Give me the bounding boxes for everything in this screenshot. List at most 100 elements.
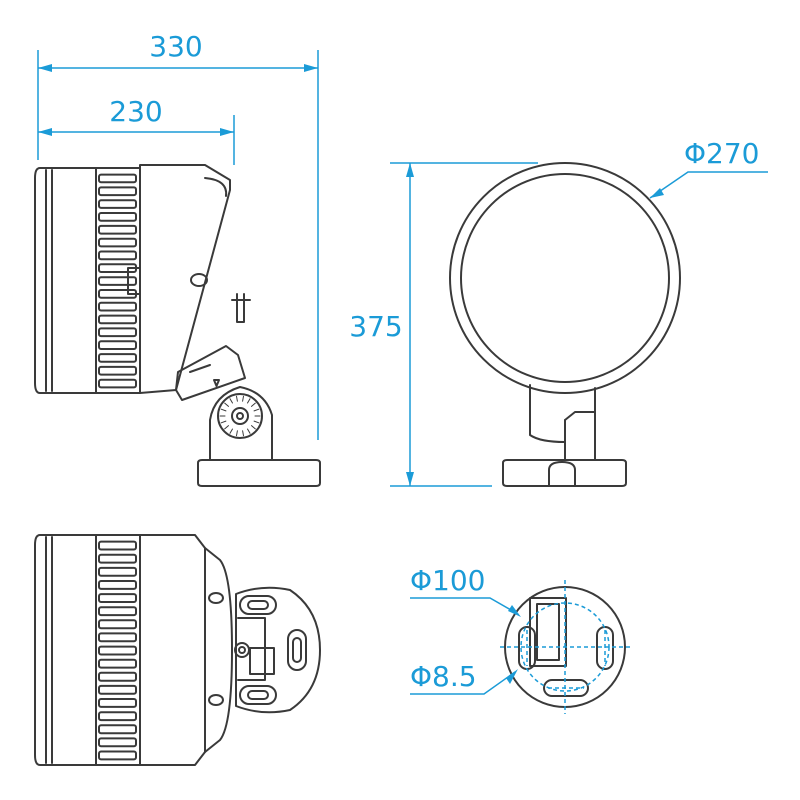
top-mount-slot-inner xyxy=(247,690,269,700)
side-dial-ticks xyxy=(219,395,261,437)
heatsink-fin xyxy=(98,314,137,325)
heatsink-fin xyxy=(98,580,137,590)
side-rear-housing xyxy=(139,164,231,394)
heatsink-fin xyxy=(98,353,137,363)
base-post-outer xyxy=(529,597,567,667)
dial-tick xyxy=(253,420,260,424)
side-pivot-center xyxy=(236,412,244,420)
side-pivot-hub xyxy=(231,407,249,425)
heatsink-fin xyxy=(98,671,137,682)
side-knuckle xyxy=(175,345,246,401)
front-post xyxy=(564,411,596,461)
top-mount-slot xyxy=(239,685,277,705)
heatsink-fin xyxy=(98,301,137,312)
side-view xyxy=(34,164,321,487)
dim-label-phi270: Φ270 xyxy=(684,137,759,170)
front-outer-ring xyxy=(449,162,681,394)
top-mount-slot-inner xyxy=(292,637,302,663)
heatsink-fin xyxy=(98,378,137,389)
side-front-bezel xyxy=(34,167,97,394)
heatsink-fin xyxy=(98,224,137,235)
heatsink-fin xyxy=(98,365,137,376)
heatsink-fin xyxy=(98,553,137,564)
dim-label-phi100: Φ100 xyxy=(410,564,485,597)
heatsink-fin xyxy=(98,173,137,184)
dial-tick xyxy=(224,402,229,407)
dimension-layer: 330 230 375 Φ270 Φ100 Φ8.5 xyxy=(37,30,768,714)
heatsink-fin xyxy=(98,340,137,350)
heatsink-fin xyxy=(98,632,137,643)
top-fin-body xyxy=(95,534,141,766)
side-bracket xyxy=(209,386,273,461)
dial-tick xyxy=(229,428,233,434)
side-indicator xyxy=(213,379,220,387)
side-rear-cap xyxy=(204,177,228,197)
heatsink-fin xyxy=(98,750,137,761)
dim-arrow xyxy=(508,605,521,617)
heatsink-fin xyxy=(98,327,137,338)
dial-tick xyxy=(224,425,229,430)
heatsink-fin xyxy=(98,566,137,577)
top-mount-slot xyxy=(239,595,277,615)
dim-arrow xyxy=(304,64,318,72)
heatsink-fin xyxy=(98,606,137,617)
front-base xyxy=(502,459,627,487)
dial-tick xyxy=(251,425,256,430)
front-inner-ring xyxy=(460,173,670,383)
dim-arrow xyxy=(406,163,414,177)
heatsink-fin xyxy=(98,724,137,735)
dial-tick xyxy=(236,395,238,402)
heatsink-fin xyxy=(98,212,137,222)
heatsink-fin xyxy=(98,684,137,695)
dim-arrow xyxy=(38,128,52,136)
dial-tick xyxy=(247,428,251,434)
side-switch xyxy=(231,293,251,323)
heatsink-fin xyxy=(98,250,137,261)
base-slot xyxy=(543,679,589,697)
heatsink-fin xyxy=(98,698,137,708)
heatsink-fin xyxy=(98,658,137,669)
heatsink-fin xyxy=(98,276,137,286)
dim-arrow xyxy=(650,188,664,198)
side-fin-body xyxy=(95,167,141,394)
side-screw xyxy=(190,273,208,287)
base-post-inner xyxy=(536,603,560,661)
dim-arrow xyxy=(406,472,414,486)
dim-label-375: 375 xyxy=(349,310,402,343)
dial-tick xyxy=(220,420,227,424)
heatsink-fin xyxy=(98,199,137,209)
dial-tick xyxy=(242,430,244,437)
dim-leader-100 xyxy=(410,597,519,615)
dim-arrow xyxy=(38,64,52,72)
top-pivot xyxy=(234,642,250,658)
side-label-plate xyxy=(127,267,141,295)
front-view xyxy=(449,162,681,487)
dim-arrow xyxy=(220,128,234,136)
dial-tick xyxy=(247,398,251,404)
heatsink-fin xyxy=(98,186,137,197)
side-knuckle-arm xyxy=(189,364,211,373)
dial-tick xyxy=(220,408,227,412)
top-mount-slot-inner xyxy=(247,600,269,610)
top-pivot-center xyxy=(238,646,246,654)
heatsink-fin xyxy=(98,645,137,656)
dim-label-230: 230 xyxy=(109,95,162,128)
front-neck xyxy=(529,384,596,443)
top-rear-housing xyxy=(139,534,233,766)
base-bolt-circle xyxy=(520,602,610,692)
heatsink-fin xyxy=(98,737,137,748)
dim-label-phi8-5: Φ8.5 xyxy=(410,660,477,693)
side-base xyxy=(197,459,321,487)
dim-arrow xyxy=(506,669,518,684)
dial-tick xyxy=(242,395,244,402)
top-mount-slot xyxy=(287,629,307,671)
top-view xyxy=(34,534,321,766)
top-mount-disc xyxy=(235,586,321,714)
heatsink-fin xyxy=(98,619,137,630)
side-pivot-dial xyxy=(217,393,263,439)
front-base-boss xyxy=(548,461,576,487)
side-fins xyxy=(98,173,137,389)
dim-leader-270 xyxy=(649,171,768,199)
